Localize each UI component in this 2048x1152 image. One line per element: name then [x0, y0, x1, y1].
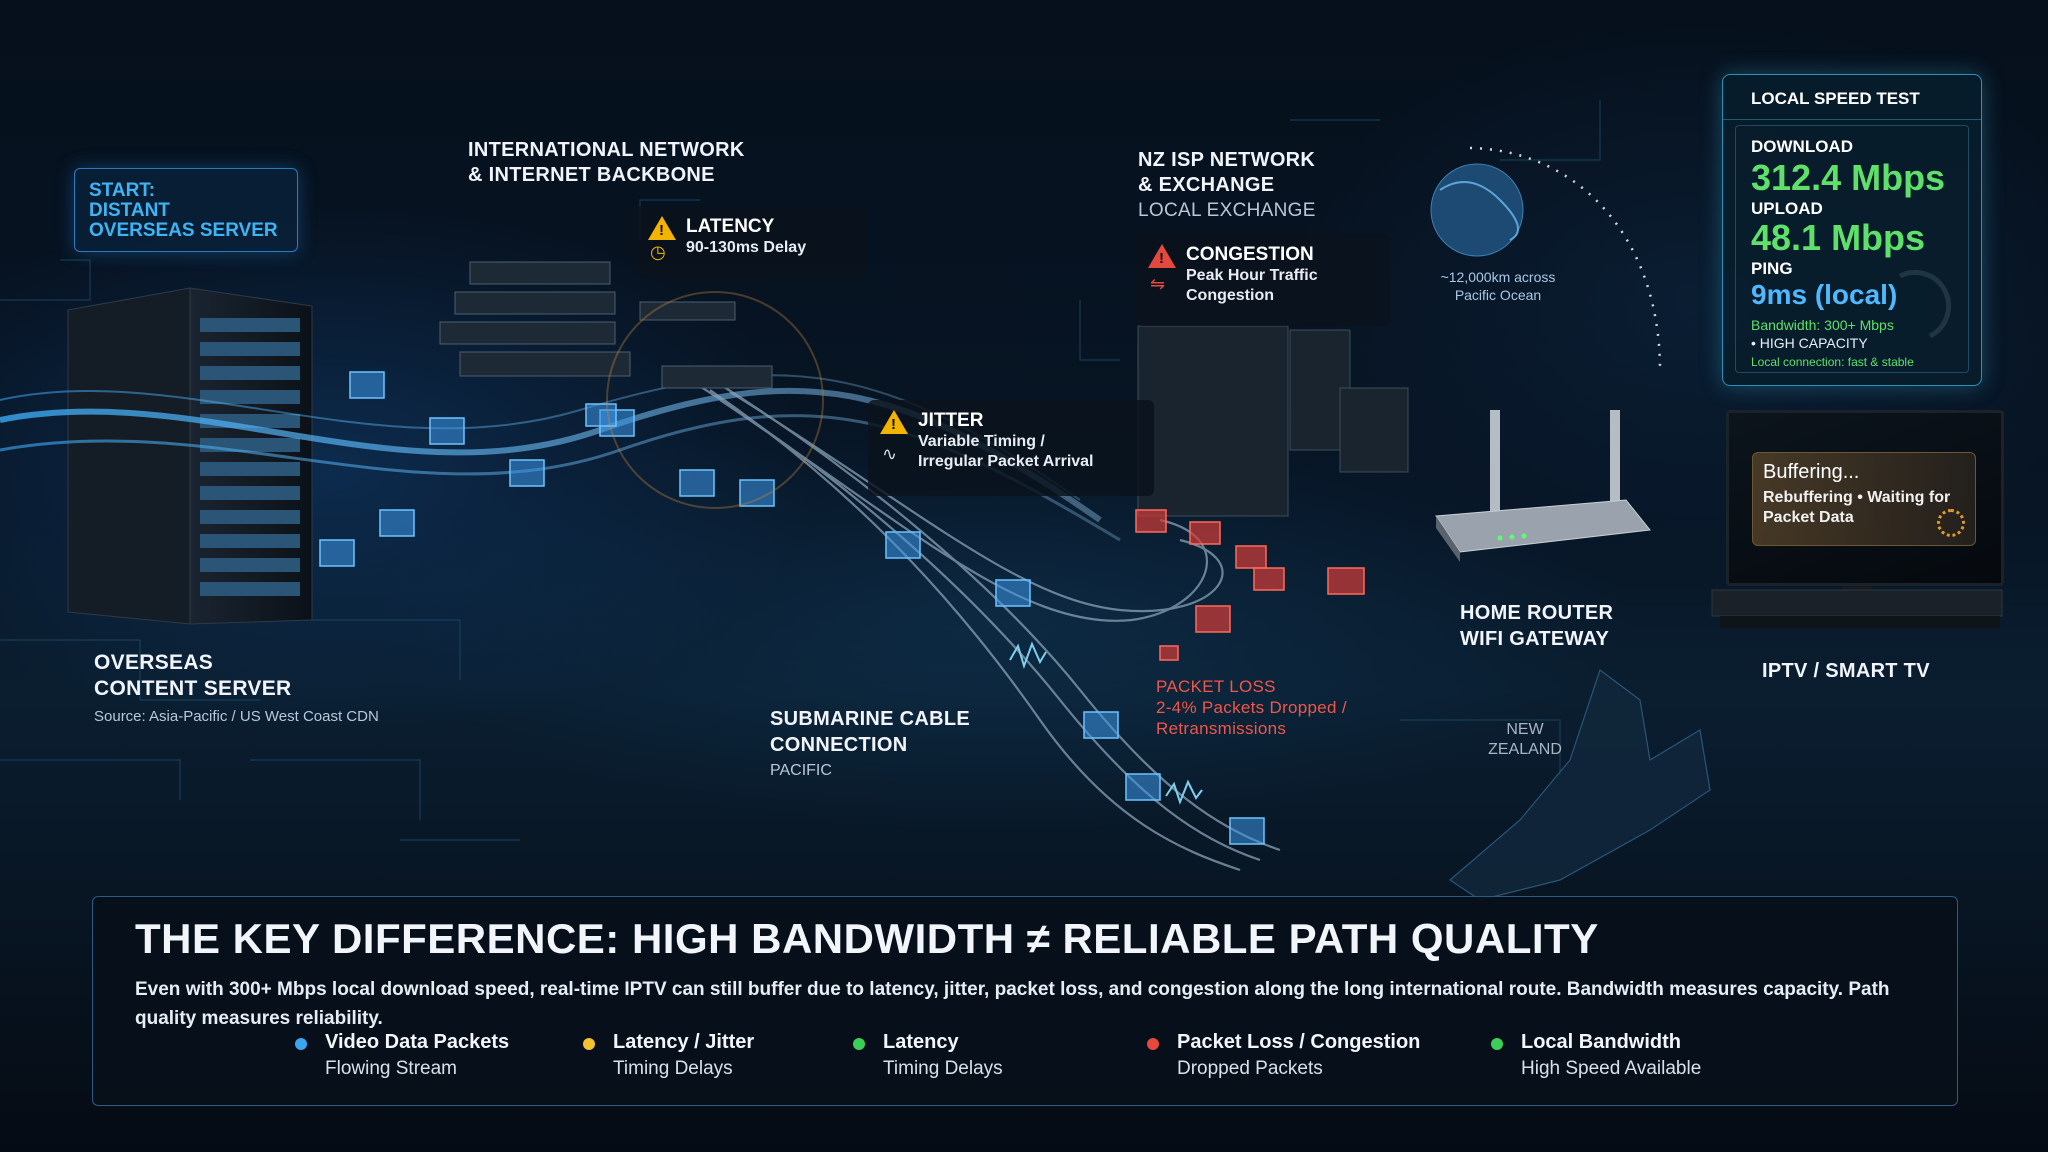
upload-label: UPLOAD [1751, 199, 1823, 218]
pacific-label: PACIFIC [770, 762, 832, 779]
tv-stand [1711, 580, 2003, 628]
home-router-label: HOME ROUTER WIFI GATEWAY [1460, 602, 1614, 650]
jitter-title: JITTER [918, 410, 984, 431]
ping-label: PING [1751, 259, 1793, 278]
circuit-lines [0, 100, 1601, 841]
latency-title: LATENCY [686, 216, 775, 237]
start-label-box: START: DISTANT OVERSEAS SERVER [74, 168, 298, 252]
video-packets [319, 371, 1265, 845]
isp-rack [1137, 325, 1409, 517]
backbone-switches [439, 261, 773, 389]
international-network-label: INTERNATIONAL NETWORK & INTERNET BACKBON… [468, 139, 745, 186]
nz-map [1449, 669, 1711, 901]
speed-test-panel: LOCAL SPEED TEST DOWNLOAD 312.4 Mbps UPL… [1722, 74, 1982, 386]
traffic-icon: ⇋ [1150, 274, 1166, 294]
latency-detail: 90-130ms Delay [686, 239, 807, 256]
warning-icon [880, 410, 908, 434]
nz-isp-label: NZ ISP NETWORK & EXCHANGE LOCAL EXCHANGE [1138, 149, 1316, 221]
legend-dot [1147, 1038, 1159, 1050]
legend-dot [853, 1038, 865, 1050]
iptv-label: IPTV / SMART TV [1762, 660, 1930, 682]
ocean-distance-label: ~12,000km across Pacific Ocean [1440, 269, 1556, 303]
submarine-cables [689, 371, 1281, 872]
warning-icon [1148, 244, 1176, 268]
loading-spinner-icon [1937, 509, 1965, 537]
waveform-icon: ∿ [882, 444, 898, 464]
bandwidth-text: Bandwidth: 300+ Mbps [1751, 317, 1894, 333]
key-difference-body: Even with 300+ Mbps local download speed… [135, 979, 1890, 1029]
download-value: 312.4 Mbps [1751, 157, 1946, 198]
connection-note: Local connection: fast & stable [1751, 355, 1914, 369]
submarine-cable-label: SUBMARINE CABLE CONNECTION [770, 708, 971, 756]
jitter-wave [1009, 641, 1047, 670]
buffering-title: Buffering... [1763, 461, 1860, 483]
key-difference-panel: THE KEY DIFFERENCE: HIGH BANDWIDTH ≠ REL… [92, 896, 1958, 1106]
speed-test-header: LOCAL SPEED TEST [1751, 89, 1920, 108]
home-router [1435, 410, 1651, 562]
congestion-title: CONGESTION [1186, 244, 1314, 265]
buffering-overlay: Buffering... Rebuffering • Waiting for P… [1752, 452, 1976, 546]
packet-loss-label: PACKET LOSS 2-4% Packets Dropped / Retra… [1156, 677, 1347, 738]
globe [1430, 146, 1662, 371]
upload-value: 48.1 Mbps [1751, 217, 1926, 258]
overseas-server-rack [67, 287, 313, 625]
legend-dot [295, 1038, 307, 1050]
overseas-server-label: OVERSEAS CONTENT SERVER [94, 651, 292, 700]
legend-dot [1491, 1038, 1503, 1050]
capacity-text: • HIGH CAPACITY [1751, 335, 1868, 351]
clock-icon: ◷ [650, 242, 666, 262]
latency-callout: LATENCY 90-130ms Delay ◷ [636, 206, 866, 278]
legend-dot [583, 1038, 595, 1050]
dropped-packets [1135, 509, 1365, 661]
download-label: DOWNLOAD [1751, 137, 1853, 156]
key-difference-title: THE KEY DIFFERENCE: HIGH BANDWIDTH ≠ REL… [135, 915, 1599, 962]
congestion-callout: CONGESTION Peak Hour Traffic Congestion … [1136, 234, 1390, 326]
warning-icon [648, 216, 676, 240]
start-label: START: DISTANT OVERSEAS SERVER [89, 180, 278, 241]
ping-value: 9ms (local) [1751, 279, 1898, 310]
cdn-source-label: Source: Asia-Pacific / US West Coast CDN [94, 708, 379, 725]
new-zealand-label: NEW ZEALAND [1488, 721, 1562, 758]
jitter-callout: JITTER Variable Timing / Irregular Packe… [868, 400, 1154, 496]
